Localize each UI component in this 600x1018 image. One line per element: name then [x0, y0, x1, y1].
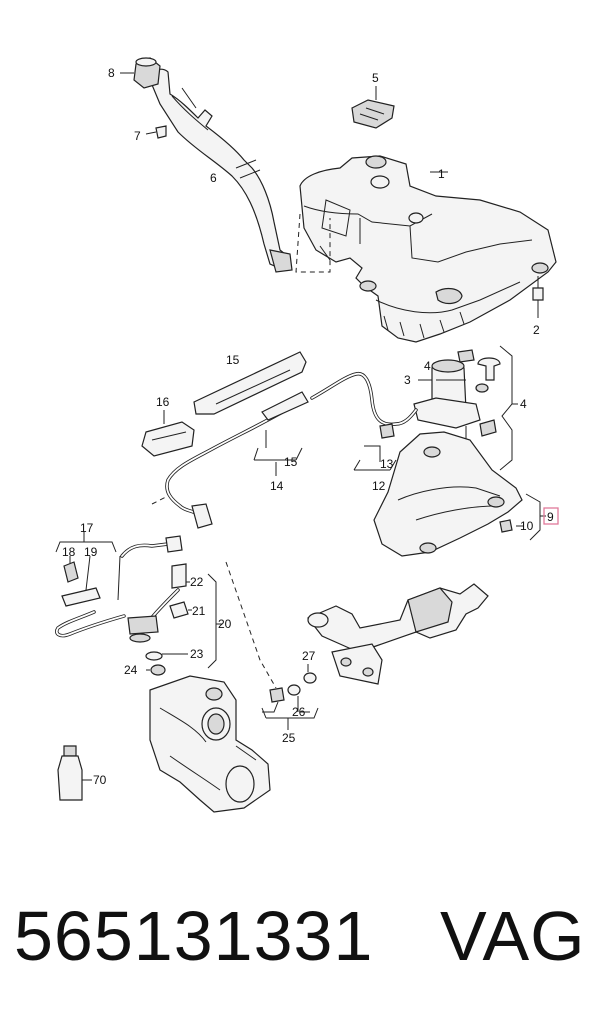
- callout-26: 26: [292, 705, 306, 719]
- callout-23: 23: [190, 647, 204, 661]
- exhaust-section: [151, 495, 489, 730]
- callout-15a: 15: [226, 353, 240, 367]
- callout-4b: 4: [520, 397, 527, 411]
- heat-shield: [373, 431, 546, 557]
- part-number: 565131331: [14, 897, 374, 975]
- callout-18: 18: [62, 545, 76, 559]
- callout-1: 1: [438, 167, 445, 181]
- callout-4a: 4: [424, 359, 431, 373]
- callout-2: 2: [533, 323, 540, 337]
- bolt-7: [145, 125, 167, 139]
- pump-assembly: [413, 345, 518, 471]
- filler-neck: [149, 68, 293, 273]
- callout-17: 17: [80, 521, 94, 535]
- callout-14: 14: [270, 479, 284, 493]
- sensor-group: [55, 532, 222, 669]
- callout-7: 7: [134, 129, 141, 143]
- callout-25: 25: [282, 731, 296, 745]
- highlight-box-9: [543, 507, 559, 525]
- callout-12: 12: [372, 479, 386, 493]
- callout-19: 19: [84, 545, 98, 559]
- callout-9: 9: [547, 510, 554, 524]
- callout-24: 24: [124, 663, 138, 677]
- callout-27: 27: [302, 649, 316, 663]
- wiring-harness: [165, 351, 418, 529]
- callout-13: 13: [380, 457, 394, 471]
- catalytic-converter: [146, 664, 271, 813]
- filler-cap: [120, 57, 161, 89]
- callout-3: 3: [404, 373, 411, 387]
- callout-16: 16: [156, 395, 170, 409]
- callout-5: 5: [372, 71, 379, 85]
- callout-20: 20: [218, 617, 232, 631]
- bracket-5: [351, 86, 395, 129]
- fuel-tank: [295, 155, 557, 343]
- bolt-2: [532, 276, 544, 318]
- callout-8: 8: [108, 66, 115, 80]
- callout-70: 70: [93, 773, 107, 787]
- brand-label: VAG: [440, 897, 586, 975]
- callout-10: 10: [520, 519, 534, 533]
- fluid-bottle: [57, 745, 92, 801]
- callout-21: 21: [192, 604, 206, 618]
- parts-diagram: 1 2 3 4 4 5 6 7 8 9 10 12 13 14 15 15 16…: [55, 57, 559, 813]
- callout-6: 6: [210, 171, 217, 185]
- callout-15b: 15: [284, 455, 298, 469]
- callout-22: 22: [190, 575, 204, 589]
- sensor-16: [141, 410, 195, 457]
